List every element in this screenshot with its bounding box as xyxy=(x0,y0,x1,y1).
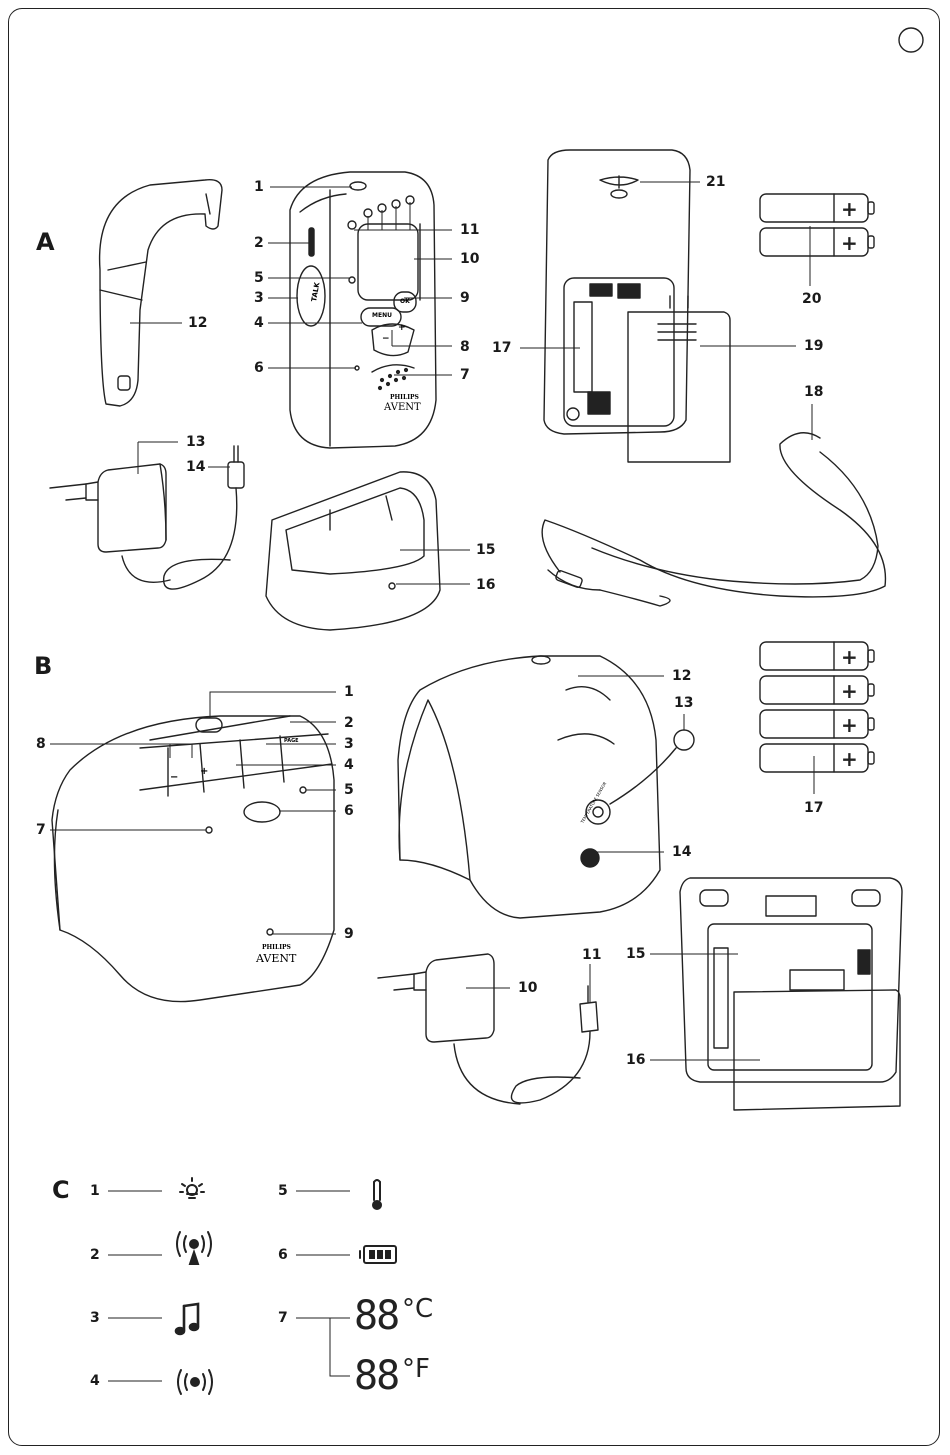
unit-fahrenheit: °F xyxy=(402,1356,430,1382)
callout-b-13: 13 xyxy=(674,696,693,710)
parent-unit-back-illustration xyxy=(542,150,885,606)
plus-button-text-b: + xyxy=(200,766,208,777)
lcd-digits-celsius: 88 xyxy=(354,1296,398,1336)
lcd-digits-fahrenheit: 88 xyxy=(354,1356,398,1396)
callout-b-7: 7 xyxy=(36,823,46,837)
legend-c-4: 4 xyxy=(90,1374,100,1388)
baby-unit-back-illustration xyxy=(398,656,694,918)
callout-b-14: 14 xyxy=(672,845,691,859)
section-b-label: B xyxy=(34,654,52,678)
callout-b-9: 9 xyxy=(344,927,354,941)
battery-plus-label: + xyxy=(841,645,858,669)
battery-plus-label: + xyxy=(841,747,858,771)
callout-a-17: 17 xyxy=(492,341,511,355)
callout-b-12: 12 xyxy=(672,669,691,683)
callout-a-6: 6 xyxy=(254,361,264,375)
callout-b-11: 11 xyxy=(582,948,601,962)
legend-c-6: 6 xyxy=(278,1248,288,1262)
page-button-text: PAGE xyxy=(284,738,299,744)
battery-plus-label: + xyxy=(841,231,858,255)
minus-button-text-b: − xyxy=(170,772,178,783)
section-c-label: C xyxy=(52,1178,70,1202)
thermometer-icon xyxy=(373,1180,381,1209)
brand-text-b: PHILIPS xyxy=(262,944,291,951)
callout-a-20: 20 xyxy=(802,292,821,306)
callout-b-15: 15 xyxy=(626,947,645,961)
baby-unit-bottom-illustration xyxy=(680,878,902,1110)
callout-b-5: 5 xyxy=(344,783,354,797)
callout-a-10: 10 xyxy=(460,252,479,266)
signal-link-icon xyxy=(178,1370,212,1394)
callout-a-11: 11 xyxy=(460,223,479,237)
callout-a-9: 9 xyxy=(460,291,470,305)
callout-a-3: 3 xyxy=(254,291,264,305)
section-a-label: A xyxy=(36,230,55,254)
callout-a-1: 1 xyxy=(254,180,264,194)
callout-a-21: 21 xyxy=(706,175,725,189)
callout-a-12: 12 xyxy=(188,316,207,330)
charger-a-illustration xyxy=(266,472,440,630)
battery-plus-label: + xyxy=(841,197,858,221)
belt-clip-illustration xyxy=(100,180,222,406)
unit-celsius: °C xyxy=(402,1296,433,1322)
menu-button-text: MENU xyxy=(372,312,392,319)
callout-a-14: 14 xyxy=(186,460,205,474)
battery-plus-label: + xyxy=(841,679,858,703)
callout-a-2: 2 xyxy=(254,236,264,250)
callout-a-19: 19 xyxy=(804,339,823,353)
minus-button-text: − xyxy=(382,334,390,344)
night-light-icon xyxy=(180,1178,204,1198)
callout-b-1: 1 xyxy=(344,685,354,699)
plus-button-text: + xyxy=(398,323,406,333)
callout-b-8: 8 xyxy=(36,737,46,751)
music-note-icon xyxy=(176,1304,198,1334)
callout-b-6: 6 xyxy=(344,804,354,818)
callout-b-4: 4 xyxy=(344,758,354,772)
callout-b-16: 16 xyxy=(626,1053,645,1067)
brand-text-a: PHILIPS xyxy=(390,394,419,401)
callout-a-15: 15 xyxy=(476,543,495,557)
callout-b-17: 17 xyxy=(804,801,823,815)
callout-a-16: 16 xyxy=(476,578,495,592)
callout-a-18: 18 xyxy=(804,385,823,399)
baby-transmitting-icon xyxy=(177,1232,211,1264)
battery-full-icon xyxy=(360,1246,396,1263)
callout-b-3: 3 xyxy=(344,737,354,751)
battery-plus-label: + xyxy=(841,713,858,737)
logo-text-b: AVENT xyxy=(256,952,296,965)
callout-a-4: 4 xyxy=(254,316,264,330)
page-marker-circle xyxy=(899,28,923,52)
callout-a-13: 13 xyxy=(186,435,205,449)
callout-a-5: 5 xyxy=(254,271,264,285)
callout-a-7: 7 xyxy=(460,368,470,382)
legend-c-2: 2 xyxy=(90,1248,100,1262)
legend-c-7: 7 xyxy=(278,1311,288,1325)
callout-b-10: 10 xyxy=(518,981,537,995)
ok-button-text: OK xyxy=(400,298,410,305)
logo-text-a: AVENT xyxy=(384,402,421,413)
callout-b-2: 2 xyxy=(344,716,354,730)
legend-c-1: 1 xyxy=(90,1184,100,1198)
callout-a-8: 8 xyxy=(460,340,470,354)
legend-c-5: 5 xyxy=(278,1184,288,1198)
adapter-b-illustration xyxy=(378,954,598,1104)
legend-c-3: 3 xyxy=(90,1311,100,1325)
